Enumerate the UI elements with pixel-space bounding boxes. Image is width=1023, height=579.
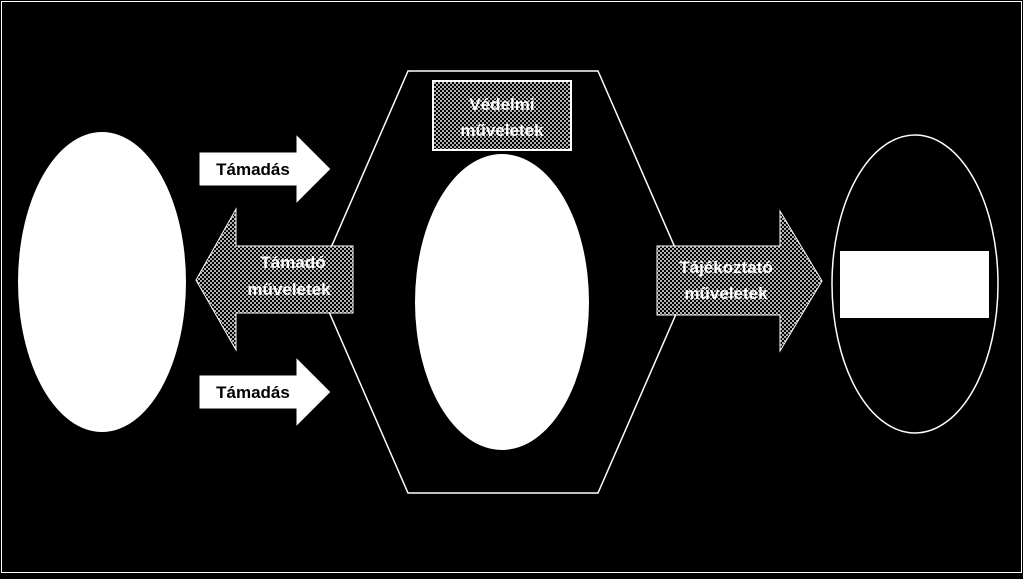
attack-arrow-bottom: Támadás xyxy=(198,355,332,429)
offensive-operations-label-line2: műveletek xyxy=(247,280,331,299)
information-operations-arrow: Tájékoztató műveletek xyxy=(656,209,823,353)
offensive-operations-label-line1: Támadó xyxy=(260,253,325,272)
information-operations-label-line2: műveletek xyxy=(684,284,768,303)
defensive-operations-label-line1: Védelmi xyxy=(469,95,534,114)
information-operations-label-line1: Tájékoztató xyxy=(679,258,773,277)
defensive-operations-box: Védelmi műveletek xyxy=(432,80,572,151)
left-ellipse xyxy=(18,132,186,432)
defensive-operations-label-line2: műveletek xyxy=(460,121,544,140)
attack-arrow-bottom-label: Támadás xyxy=(216,383,290,402)
right-target-rect xyxy=(840,251,989,318)
central-ellipse xyxy=(415,154,589,450)
attack-arrow-top-label: Támadás xyxy=(216,160,290,179)
attack-arrow-top: Támadás xyxy=(198,132,332,206)
offensive-operations-arrow: Támadó műveletek xyxy=(195,207,354,352)
